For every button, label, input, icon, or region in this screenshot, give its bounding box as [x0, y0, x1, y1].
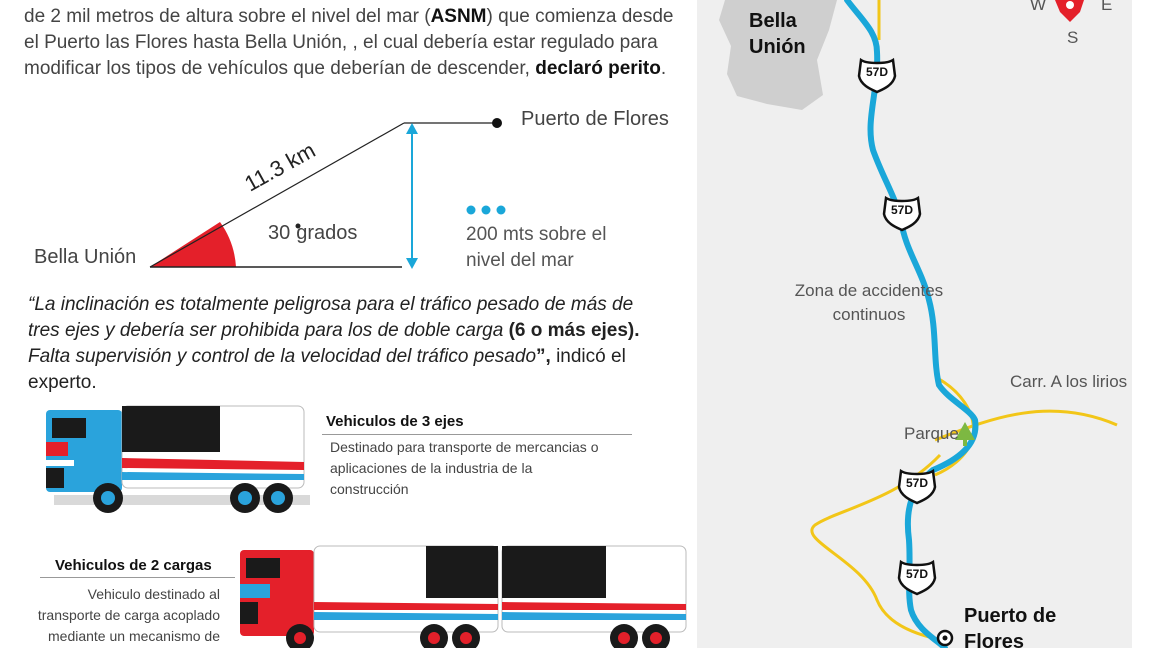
cab-window — [246, 558, 280, 578]
angle-wedge — [150, 222, 236, 267]
road-los-lirios — [934, 409, 1118, 442]
trailer-1-stripe-red — [314, 602, 498, 610]
desc-line: mediante un mecanismo de — [48, 628, 220, 644]
height-arrow-top — [406, 123, 418, 134]
city-name: Bella — [749, 10, 797, 32]
destination-marker-dot — [942, 635, 948, 641]
city-name: Flores — [964, 631, 1025, 653]
truck-2-loads-illustration — [240, 545, 687, 648]
trailer-1-panel — [426, 546, 498, 598]
desc-line: construcción — [330, 481, 409, 497]
city-label-puerto-de-flores: Puerto de Flores — [964, 603, 1056, 655]
quote-text: “La inclinación es totalmente peligrosa … — [28, 294, 634, 341]
compass-center — [1066, 1, 1074, 9]
summit-dot — [492, 118, 502, 128]
road-label-los-lirios: Carr. A los lirios — [1010, 372, 1128, 391]
quote-bold: ”, — [536, 346, 551, 367]
angle-unit: grados — [296, 222, 358, 244]
intro-asnm: ASNM — [430, 6, 487, 27]
desc-line: aplicaciones de la industria de la — [330, 460, 533, 476]
park-tree-trunk — [963, 440, 967, 446]
route-57d — [844, 0, 979, 648]
park-label: Parque — [904, 424, 959, 443]
compass-south: S — [1067, 28, 1079, 47]
box-panel — [122, 406, 220, 452]
quote-bold: (6 o más ejes). — [508, 320, 640, 341]
height-text: nivel del mar — [466, 250, 574, 271]
truck-2-loads-desc: Vehiculo destinado al transporte de carg… — [30, 584, 220, 647]
wheel-hubs — [101, 491, 285, 505]
legend-dot — [481, 205, 491, 215]
summit-label: Puerto de Flores — [521, 108, 669, 130]
truck-2-loads-title: Vehiculos de 2 cargas — [55, 557, 212, 574]
height-text: 200 mts sobre el — [466, 224, 607, 245]
quote-attribution: indicó el experto. — [28, 346, 626, 393]
legend-dot — [496, 205, 506, 215]
height-arrow-bottom — [406, 258, 418, 269]
truck-3-axles-desc: Destinado para transporte de mercancias … — [330, 437, 630, 500]
cab-bumper — [46, 468, 64, 488]
city-name: Puerto de — [964, 605, 1057, 627]
desc-line: transporte de carga acoplado — [37, 607, 220, 623]
expert-quote: “La inclinación es totalmente peligrosa … — [28, 292, 668, 396]
distance-label: 11.3 km — [240, 137, 319, 196]
city-name: Unión — [749, 36, 806, 58]
intro-declared: declaró perito — [535, 58, 661, 79]
intro-paragraph: de 2 mil metros de altura sobre el nivel… — [24, 4, 684, 82]
trailer-2-stripe-red — [502, 602, 686, 610]
trailer-2-panel — [502, 546, 606, 598]
secondary-road — [810, 453, 943, 642]
intro-text: de 2 mil metros de altura sobre el nivel… — [24, 6, 431, 27]
intro-text: . — [660, 58, 667, 79]
quote-text: Falta supervisión y control de la veloci… — [28, 346, 537, 367]
highway-57d-shield-icon: 57D — [882, 192, 922, 232]
highway-label: 57D — [865, 65, 888, 79]
cab-window — [52, 418, 86, 438]
route-map-graphics — [719, 0, 1118, 648]
angle-value: 30 — [268, 222, 291, 244]
cab-grill — [46, 442, 68, 456]
intro-text: el Puerto las Flores hasta Bella Unión, … — [24, 32, 658, 53]
highway-label: 57D — [890, 203, 913, 217]
box-stripe-red — [122, 458, 304, 470]
degree-mark — [295, 223, 301, 229]
box-stripe-blue — [122, 472, 304, 480]
compass-needle-icon — [1055, 0, 1084, 22]
cab-bumper — [240, 602, 258, 624]
city-area — [719, 0, 837, 110]
compass-east: E — [1101, 0, 1113, 14]
truck-3-axles-illustration — [46, 405, 310, 513]
truck-3-axles-title: Vehiculos de 3 ejes — [326, 413, 464, 430]
legend-dot — [466, 205, 476, 215]
highway-57d-shield-icon: 57D — [897, 465, 937, 505]
cab-grill — [240, 584, 270, 598]
accident-zone-label: Zona de accidentes continuos — [784, 279, 954, 327]
slope-diagram: 11.3 km — [149, 118, 506, 269]
route-map — [697, 0, 1132, 648]
highway-label: 57D — [905, 567, 928, 581]
desc-line: Vehiculo destinado al — [87, 586, 220, 602]
base-label: Bella Unión — [34, 246, 137, 268]
height-label: 200 mts sobre el nivel del mar — [466, 222, 606, 274]
city-label-bella-union: Bella Unión — [749, 8, 806, 60]
zone-text: continuos — [832, 305, 906, 324]
trailer-1-stripe-blue — [314, 612, 498, 620]
intro-text: modificar los tipos de vehículos que deb… — [24, 58, 536, 79]
compass-west: W — [1030, 0, 1047, 14]
intro-text: ) que comienza desde — [486, 6, 674, 27]
trailer-2-stripe-blue — [502, 612, 686, 620]
divider — [322, 434, 632, 435]
highway-label: 57D — [905, 476, 928, 490]
wheel-hubs — [294, 632, 662, 644]
slope-line — [149, 122, 405, 268]
desc-line: Destinado para transporte de mercancias … — [330, 439, 599, 455]
cab-stripe — [46, 460, 74, 466]
divider — [40, 577, 235, 578]
highway-57d-shield-icon: 57D — [897, 556, 937, 596]
zone-text: Zona de accidentes — [794, 281, 944, 300]
ground-shadow — [54, 495, 310, 505]
park-tree-icon — [955, 422, 975, 440]
highway-57d-shield-icon: 57D — [857, 54, 897, 94]
